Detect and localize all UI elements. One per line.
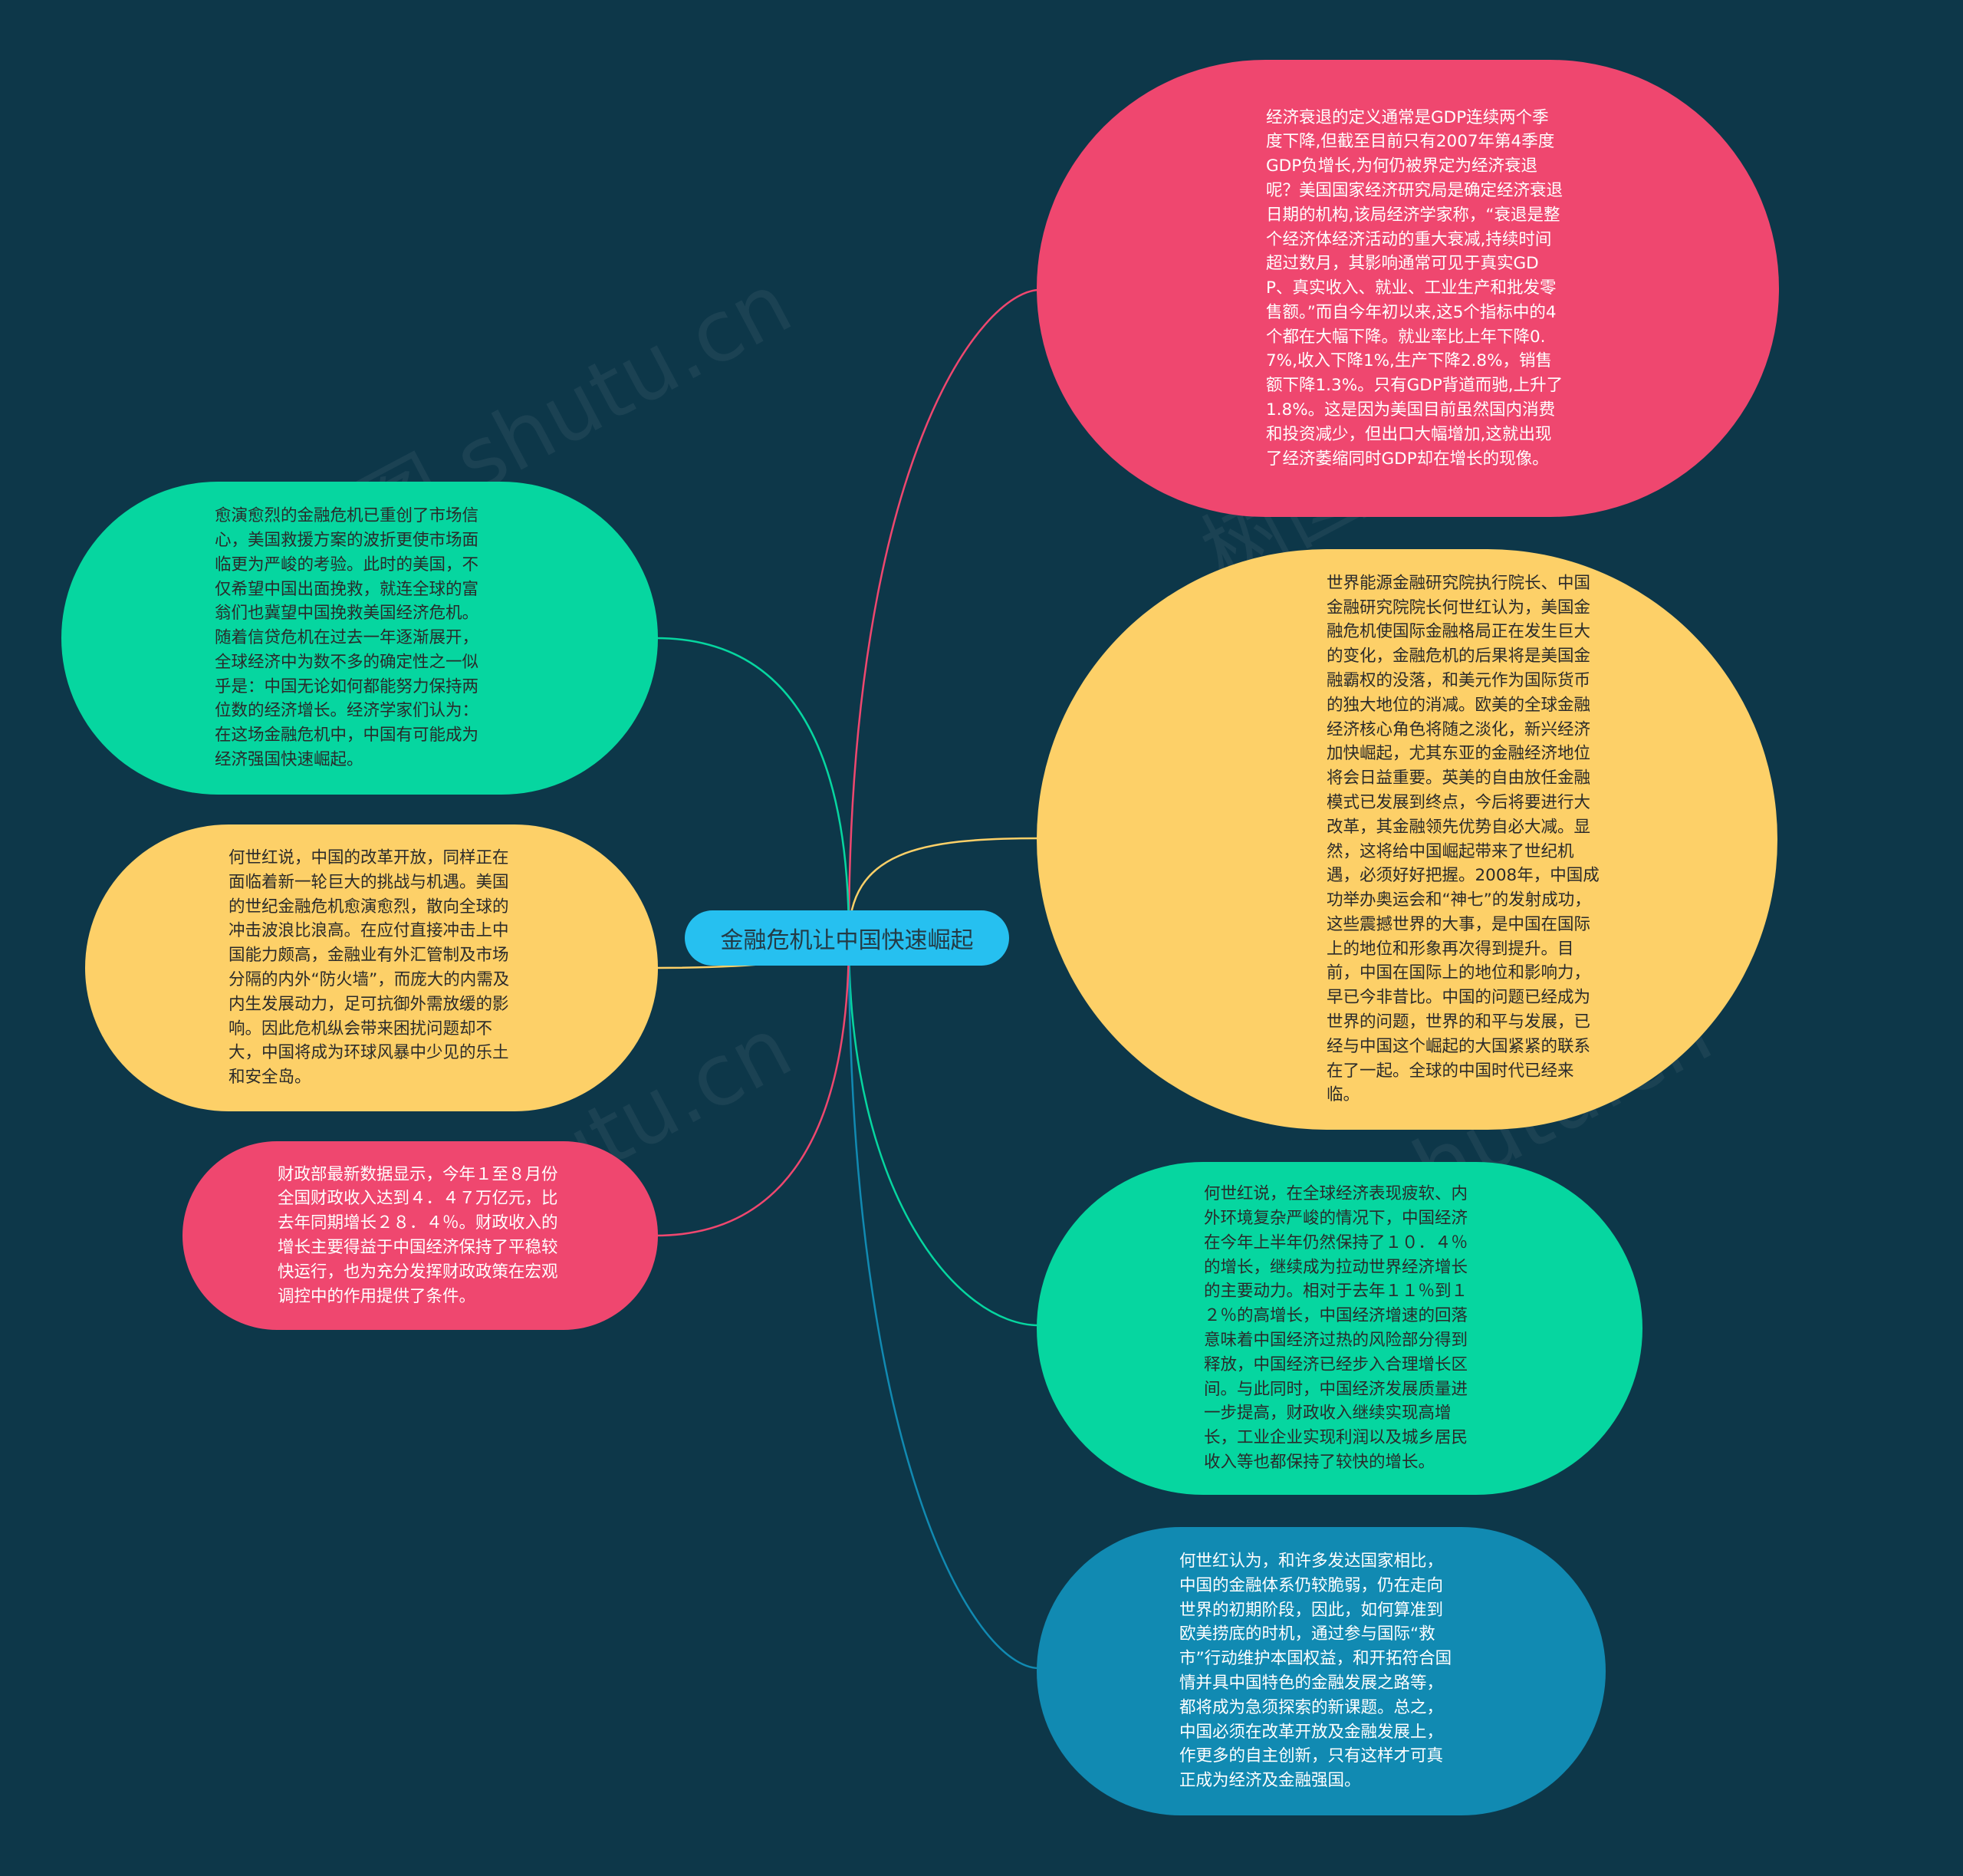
connector-left-3 [655, 937, 850, 1237]
connector-right-2 [847, 837, 1040, 939]
topic-node-right-3[interactable]: 何世红说，在全球经济表现疲软、内外环境复杂严峻的情况下，中国经济在今年上半年仍然… [1037, 1162, 1642, 1495]
topic-node-right-2[interactable]: 世界能源金融研究院执行院长、中国金融研究院院长何世红认为，美国金融危机使国际金融… [1037, 549, 1777, 1130]
topic-node-left-1[interactable]: 愈演愈烈的金融危机已重创了市场信心，美国救援方案的波折更使市场面临更为严峻的考验… [61, 482, 658, 795]
topic-node-left-2[interactable]: 何世红说，中国的改革开放，同样正在面临着新一轮巨大的挑战与机遇。美国的世纪金融危… [85, 824, 658, 1111]
connector-left-1 [655, 637, 850, 939]
topic-node-left-3[interactable]: 财政部最新数据显示，今年１至８月份全国财政收入达到４．４７万亿元，比去年同期增长… [182, 1141, 658, 1330]
connector-right-4 [847, 937, 1040, 1670]
topic-text: 何世红说，在全球经济表现疲软、内外环境复杂严峻的情况下，中国经济在今年上半年仍然… [1204, 1184, 1468, 1472]
topic-text: 世界能源金融研究院执行院长、中国金融研究院院长何世红认为，美国金融危机使国际金融… [1327, 573, 1600, 1105]
topic-text: 愈演愈烈的金融危机已重创了市场信心，美国救援方案的波折更使市场面临更为严峻的考验… [215, 506, 479, 770]
topic-text: 经济衰退的定义通常是GDP连续两个季度下降,但截至目前只有2007年第4季度GD… [1266, 107, 1563, 469]
topic-text: 何世红认为，和许多发达国家相比，中国的金融体系仍较脆弱，仍在走向世界的初期阶段，… [1179, 1552, 1452, 1791]
topic-text: 何世红说，中国的改革开放，同样正在面临着新一轮巨大的挑战与机遇。美国的世纪金融危… [229, 848, 510, 1088]
connector-right-3 [847, 937, 1040, 1327]
central-topic[interactable]: 金融危机让中国快速崛起 [685, 910, 1009, 966]
topic-node-right-1[interactable]: 经济衰退的定义通常是GDP连续两个季度下降,但截至目前只有2007年第4季度GD… [1037, 60, 1779, 517]
connector-right-1 [847, 288, 1040, 939]
topic-text: 财政部最新数据显示，今年１至８月份全国财政收入达到４．４７万亿元，比去年同期增长… [278, 1164, 558, 1306]
topic-node-right-4[interactable]: 何世红认为，和许多发达国家相比，中国的金融体系仍较脆弱，仍在走向世界的初期阶段，… [1037, 1527, 1606, 1815]
